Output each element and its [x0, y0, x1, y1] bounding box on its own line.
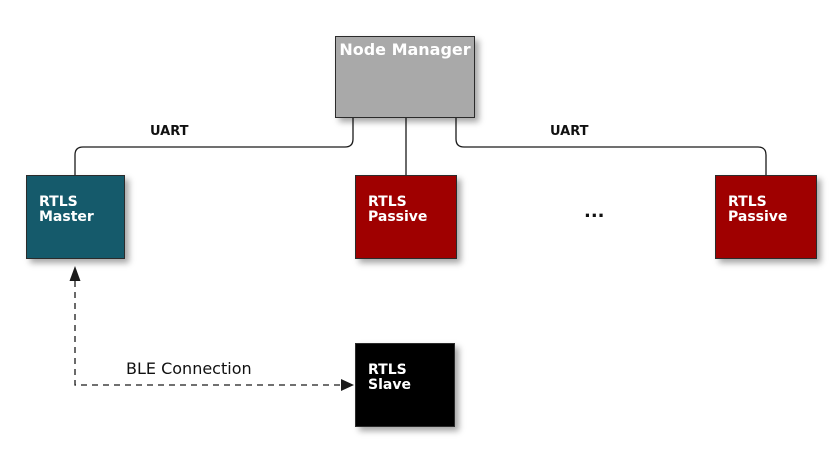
ble-connector [74, 281, 340, 386]
node-rtls-slave: RTLS Slave [355, 343, 455, 427]
uart-right-label: UART [550, 124, 589, 139]
ble-arrowhead-up-icon [69, 266, 81, 281]
uart-left-label: UART [150, 124, 189, 139]
node-rtls-passive-2: RTLS Passive [715, 175, 817, 259]
uart-left-connector [74, 118, 354, 175]
node-rtls-master: RTLS Master [26, 175, 125, 259]
ble-arrowhead-right-icon [341, 379, 354, 391]
uart-right-connector [455, 118, 767, 175]
node-node-manager: Node Manager [335, 36, 475, 118]
node-rtls-passive-1: RTLS Passive [355, 175, 457, 259]
ble-connection-label: BLE Connection [126, 359, 252, 378]
ellipsis-more-nodes: ... [584, 201, 605, 222]
